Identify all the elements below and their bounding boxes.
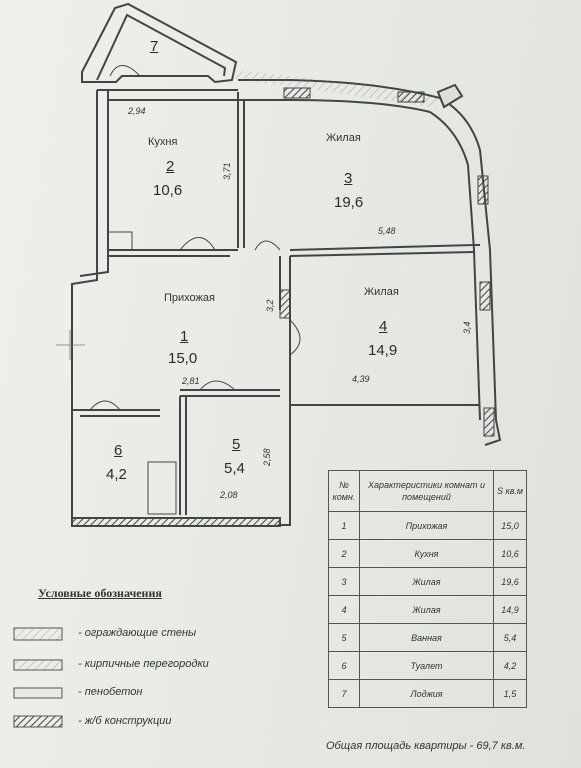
dim-bath-width: 2,08 <box>220 490 238 500</box>
row-name: Жилая <box>359 567 494 596</box>
room-3-number: 3 <box>344 170 353 187</box>
dim-living-4-width: 4,39 <box>352 374 370 384</box>
dim-kitchen-width: 2,94 <box>128 106 146 116</box>
room-spec-table: № комн. Характеристики комнат и помещени… <box>328 470 527 708</box>
legend-title: Условные обозначения <box>38 586 162 600</box>
row-number: 7 <box>328 679 360 708</box>
header-area: S кв.м <box>493 470 527 512</box>
room-3-name: Жилая <box>326 132 361 144</box>
row-area: 15,0 <box>493 511 527 540</box>
row-name: Кухня <box>359 539 494 568</box>
row-number: 3 <box>328 567 360 596</box>
room-4-number: 4 <box>379 318 388 335</box>
room-5-number: 5 <box>232 436 241 453</box>
room-7-number: 7 <box>150 38 159 55</box>
dim-living-3-width: 5,48 <box>378 226 396 236</box>
table-row: 7 Лоджия 1,5 <box>328 679 527 708</box>
legend-label: - ограждающие стены <box>78 627 197 639</box>
table-header-row: № комн. Характеристики комнат и помещени… <box>328 470 527 512</box>
row-number: 5 <box>328 623 360 652</box>
room-3-area: 19,6 <box>334 194 364 211</box>
row-area: 4,2 <box>493 651 527 680</box>
row-area: 10,6 <box>493 539 527 568</box>
table-row: 2 Кухня 10,6 <box>328 539 527 568</box>
total-area-note: Общая площадь квартиры - 69,7 кв.м. <box>326 740 526 752</box>
room-1-number: 1 <box>180 328 189 345</box>
row-area: 14,9 <box>493 595 527 624</box>
row-number: 1 <box>328 511 360 540</box>
dim-bath-length: 2,58 <box>262 448 272 466</box>
room-2-area: 10,6 <box>153 182 183 199</box>
table-row: 1 Прихожая 15,0 <box>328 511 527 540</box>
room-1-area: 15,0 <box>168 350 198 367</box>
room-2-number: 2 <box>166 158 175 175</box>
row-name: Лоджия <box>359 679 494 708</box>
room-2-name: Кухня <box>148 136 178 148</box>
table-row: 5 Ванная 5,4 <box>328 623 527 652</box>
room-4-name: Жилая <box>364 286 399 298</box>
room-6-area: 4,2 <box>106 466 127 483</box>
header-room-description: Характеристики комнат и помещений <box>359 470 494 512</box>
row-name: Ванная <box>359 623 494 652</box>
row-number: 4 <box>328 595 360 624</box>
row-area: 1,5 <box>493 679 527 708</box>
header-room-number: № комн. <box>328 470 360 512</box>
room-6-number: 6 <box>114 442 123 459</box>
table-row: 3 Жилая 19,6 <box>328 567 527 596</box>
row-number: 6 <box>328 651 360 680</box>
table-row: 4 Жилая 14,9 <box>328 595 527 624</box>
legend-label: - пенобетон <box>78 686 143 698</box>
row-name: Туалет <box>359 651 494 680</box>
legend-label: - ж/б конструкции <box>78 715 172 727</box>
dim-hall-depth: 2,81 <box>182 376 200 386</box>
row-area: 19,6 <box>493 567 527 596</box>
room-4-area: 14,9 <box>368 342 398 359</box>
dim-living-4-length: 3,4 <box>462 321 472 334</box>
row-area: 5,4 <box>493 623 527 652</box>
legend-label: - кирпичные перегородки <box>78 658 209 670</box>
dim-hall-width: 3,2 <box>265 299 275 312</box>
row-name: Жилая <box>359 595 494 624</box>
room-1-name: Прихожая <box>164 292 215 304</box>
table-row: 6 Туалет 4,2 <box>328 651 527 680</box>
row-number: 2 <box>328 539 360 568</box>
room-5-area: 5,4 <box>224 460 245 477</box>
dim-kitchen-length: 3,71 <box>222 162 232 180</box>
row-name: Прихожая <box>359 511 494 540</box>
